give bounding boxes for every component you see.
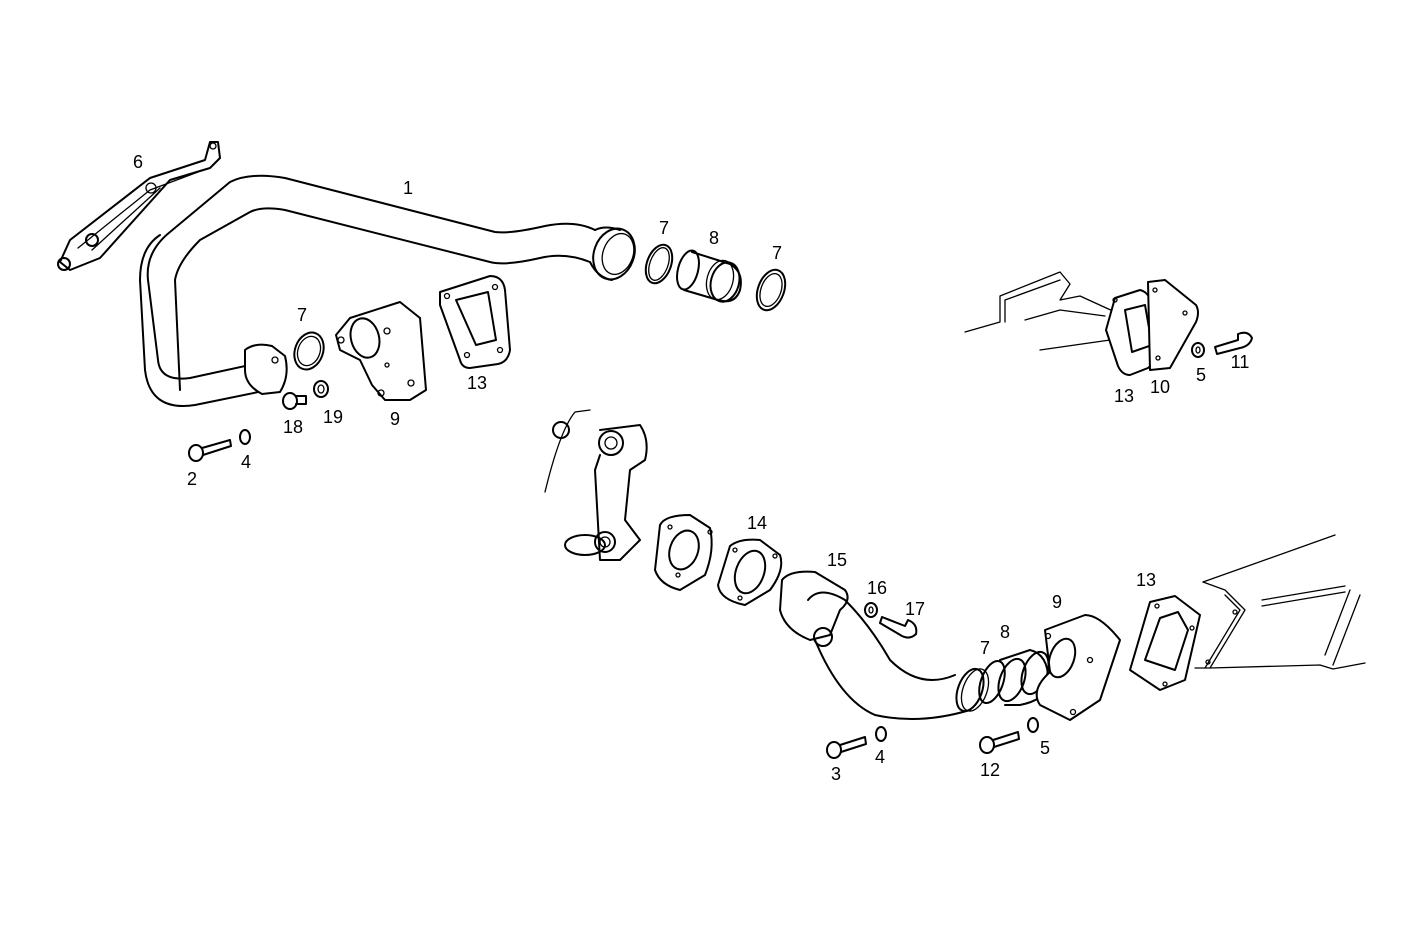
callout-7: 7 [296,305,308,325]
manifold-outlet-center [544,409,713,591]
engine-block-upper-right [964,271,1253,376]
callout-16: 16 [866,578,888,598]
callout-5: 5 [1195,365,1207,385]
left-sealing-ring [293,331,325,371]
upper-connector-set [644,243,787,312]
small-fasteners-left [188,380,329,462]
callout-13: 13 [1135,570,1157,590]
callout-13: 13 [1113,386,1135,406]
callout-15: 15 [826,550,848,570]
triangular-gasket [717,538,783,606]
callout-19: 19 [322,407,344,427]
callout-9: 9 [389,409,401,429]
callout-4: 4 [874,747,886,767]
callout-8: 8 [999,622,1011,642]
callout-7: 7 [771,243,783,263]
callout-10: 10 [1149,377,1171,397]
callout-14: 14 [746,513,768,533]
upper-flange-elbow [335,301,427,401]
callout-7: 7 [979,638,991,658]
callout-8: 8 [708,228,720,248]
callout-3: 3 [830,764,842,784]
main-exhaust-pipe-part [139,174,636,407]
callout-4: 4 [240,452,252,472]
upper-left-gasket [439,275,511,369]
callout-9: 9 [1051,592,1063,612]
callout-1: 1 [402,178,414,198]
callout-7: 7 [658,218,670,238]
support-bracket-part [57,141,221,271]
callout-6: 6 [132,152,144,172]
callout-12: 12 [979,760,1001,780]
callout-11: 11 [1230,352,1250,372]
small-fasteners-lower [826,602,1039,759]
callout-18: 18 [282,417,304,437]
callout-13: 13 [466,373,488,393]
callout-2: 2 [186,469,198,489]
engine-block-lower-right [1194,534,1366,670]
lower-exhaust-pipe [779,570,1201,721]
callout-5: 5 [1039,738,1051,758]
callout-17: 17 [904,599,926,619]
